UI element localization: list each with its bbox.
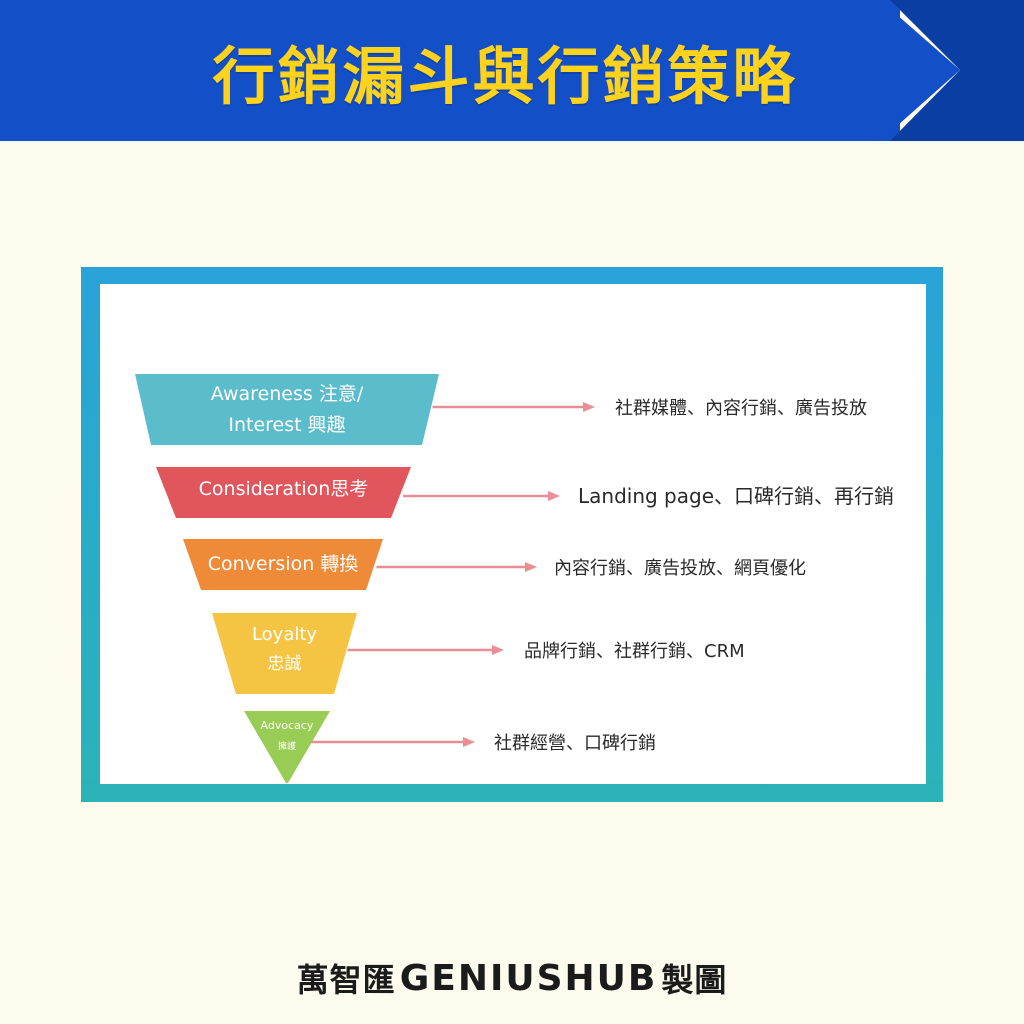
stage-label-primary: Advocacy — [261, 719, 314, 732]
funnel-stage-2: Consideration思考 Landing page、口碑行銷、再行銷 — [156, 467, 894, 518]
funnel-segment — [183, 539, 383, 590]
arrow-head-icon — [492, 645, 504, 655]
funnel-segment — [135, 374, 439, 445]
funnel-segment — [244, 711, 330, 783]
strategy-text: 社群媒體、內容行銷、廣告投放 — [615, 398, 867, 419]
banner-background — [0, 0, 1024, 141]
stage-label-secondary: 忠誠 — [268, 654, 302, 674]
credit-brand: GENIUSHUB — [399, 957, 658, 999]
diagram-frame: Awareness 注意/Interest 興趣 社群媒體、內容行銷、廣告投放 Co… — [81, 267, 943, 802]
funnel-segment — [156, 467, 411, 518]
stage-label-primary: Conversion 轉換 — [208, 553, 359, 575]
funnel-segment — [212, 613, 357, 694]
credit-suffix: 製圖 — [661, 961, 728, 999]
stage-label-primary: Awareness 注意/ — [211, 383, 364, 405]
arrow-head-icon — [463, 737, 475, 747]
stage-label-primary: Consideration思考 — [199, 478, 369, 500]
funnel-stage-4: Loyalty 忠誠 品牌行銷、社群行銷、CRM — [212, 613, 745, 694]
funnel-stage-5: Advocacy 擁護 社群經營、口碑行銷 — [244, 711, 656, 783]
credit-prefix: 萬智匯 — [296, 961, 396, 999]
strategy-text: 社群經營、口碑行銷 — [494, 733, 656, 754]
strategy-text: 內容行銷、廣告投放、網頁優化 — [554, 558, 806, 579]
stage-label-secondary: Interest 興趣 — [228, 414, 345, 436]
diagram-panel: Awareness 注意/Interest 興趣 社群媒體、內容行銷、廣告投放 Co… — [100, 284, 926, 784]
title-banner: 行銷漏斗與行銷策略 — [0, 0, 1024, 141]
credit-footer: 萬智匯 GENIUSHUB 製圖 — [0, 950, 1024, 1006]
funnel-stage-3: Conversion 轉換 內容行銷、廣告投放、網頁優化 — [183, 539, 806, 590]
stage-label-secondary: 擁護 — [278, 740, 296, 752]
arrow-head-icon — [548, 491, 560, 501]
page-title: 行銷漏斗與行銷策略 — [212, 39, 798, 113]
strategy-text: Landing page、口碑行銷、再行銷 — [578, 484, 894, 508]
stage-label-primary: Loyalty — [252, 624, 317, 645]
strategy-text: 品牌行銷、社群行銷、CRM — [524, 641, 745, 662]
marketing-funnel-diagram: Awareness 注意/Interest 興趣 社群媒體、內容行銷、廣告投放 Co… — [135, 374, 894, 783]
arrow-head-icon — [525, 562, 537, 572]
funnel-stage-1: Awareness 注意/Interest 興趣 社群媒體、內容行銷、廣告投放 — [135, 374, 867, 445]
arrow-head-icon — [583, 402, 595, 412]
